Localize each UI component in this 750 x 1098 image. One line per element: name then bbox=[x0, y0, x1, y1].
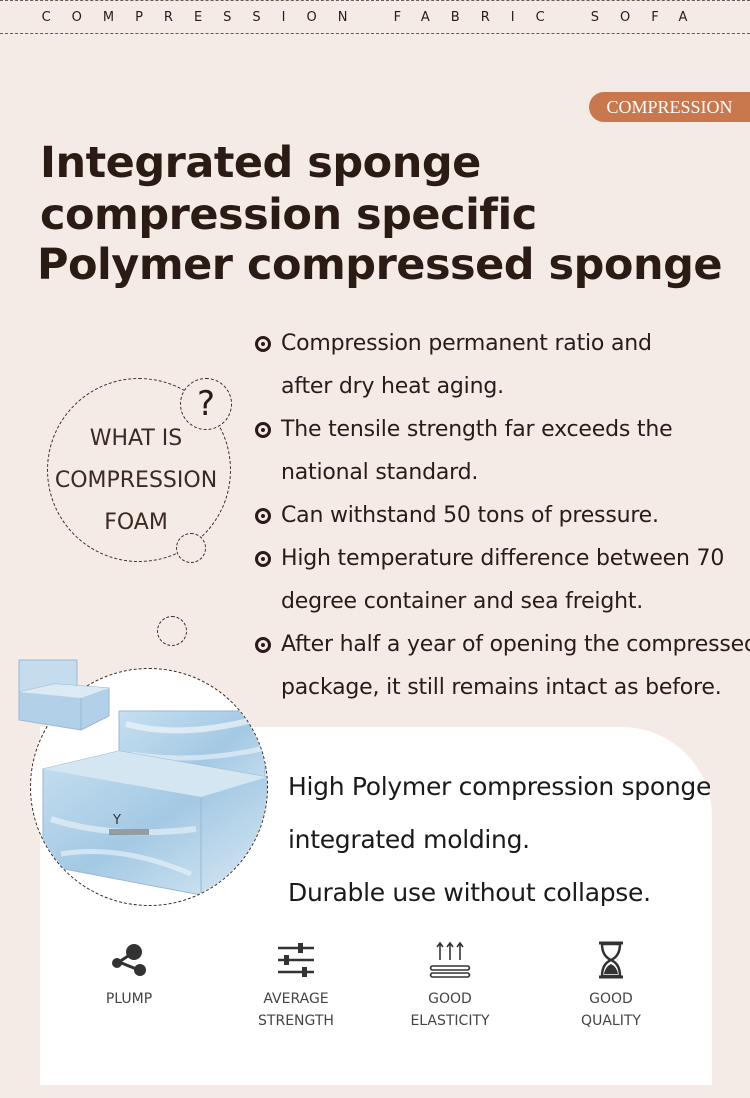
bullet-text: package, it still remains intact as befo… bbox=[281, 675, 722, 700]
svg-text:Y: Y bbox=[112, 813, 121, 828]
title-line-3: Polymer compressed sponge bbox=[37, 240, 723, 290]
feature-label: AVERAGE bbox=[263, 991, 329, 1007]
bullet-ring-icon bbox=[255, 636, 271, 653]
feature-label: GOOD bbox=[589, 991, 633, 1007]
question-bubble: ? bbox=[180, 378, 232, 430]
hourglass-icon bbox=[599, 941, 623, 979]
feature-label: QUALITY bbox=[581, 1013, 641, 1029]
feature-label: STRENGTH bbox=[258, 1013, 334, 1029]
bullet-text: Can withstand 50 tons of pressure. bbox=[281, 503, 659, 528]
bullet-item: High temperature difference between 70 de… bbox=[255, 537, 750, 623]
bullet-text: High temperature difference between 70 bbox=[281, 546, 725, 571]
compression-badge: COMPRESSION bbox=[589, 92, 750, 122]
bullet-ring-icon bbox=[255, 335, 271, 352]
sofa-image: Y bbox=[42, 710, 267, 896]
bullet-item: Can withstand 50 tons of pressure. bbox=[255, 494, 750, 537]
feature-good-elasticity: GOOD ELASTICITY bbox=[380, 940, 520, 1032]
card-text: High Polymer compression sponge integrat… bbox=[288, 760, 711, 919]
bullet-text: national standard. bbox=[281, 460, 479, 485]
feature-bullets: Compression permanent ratio and after dry… bbox=[255, 322, 750, 709]
bubble-line: WHAT IS bbox=[89, 426, 183, 451]
small-sofa-image bbox=[18, 659, 110, 731]
bullet-item: The tensile strength far exceeds the nati… bbox=[255, 408, 750, 494]
bullet-text: degree container and sea freight. bbox=[281, 589, 644, 614]
spring-layers-icon bbox=[429, 941, 471, 978]
feature-good-quality: GOOD QUALITY bbox=[541, 940, 681, 1032]
feature-icons: PLUMP AVERAGE STRENGTH GOOD ELASTICITY bbox=[40, 940, 712, 1040]
feature-label: GOOD bbox=[428, 991, 472, 1007]
bullet-ring-icon bbox=[255, 507, 271, 524]
bullet-text: Compression permanent ratio and bbox=[281, 331, 652, 356]
card-line: integrated molding. bbox=[288, 825, 530, 854]
strip-text: COMPRESSION FABRIC SOFA bbox=[41, 10, 709, 25]
small-bubble bbox=[176, 533, 206, 563]
bubble-line: COMPRESSION bbox=[54, 468, 218, 493]
bullet-item: Compression permanent ratio and after dry… bbox=[255, 322, 750, 408]
thought-bubble bbox=[47, 378, 231, 562]
feature-label: PLUMP bbox=[105, 991, 153, 1007]
title-line-1: Integrated sponge bbox=[40, 138, 481, 188]
bullet-text: The tensile strength far exceeds the bbox=[281, 417, 673, 442]
bubble-text: WHAT IS COMPRESSION FOAM bbox=[46, 418, 226, 544]
bullet-ring-icon bbox=[255, 421, 271, 438]
top-strip: COMPRESSION FABRIC SOFA bbox=[0, 0, 750, 34]
bullet-ring-icon bbox=[255, 550, 271, 567]
card-line: High Polymer compression sponge bbox=[288, 772, 712, 801]
bullet-item: After half a year of opening the compres… bbox=[255, 623, 750, 709]
sliders-icon bbox=[278, 943, 314, 977]
molecule-icon bbox=[112, 944, 146, 976]
feature-plump: PLUMP bbox=[59, 940, 199, 1010]
question-mark-icon: ? bbox=[196, 384, 216, 424]
bullet-text: After half a year of opening the compres… bbox=[281, 632, 750, 657]
bubble-line: FOAM bbox=[104, 510, 168, 535]
card-line: Durable use without collapse. bbox=[288, 878, 651, 907]
small-bubble bbox=[157, 616, 187, 646]
feature-average-strength: AVERAGE STRENGTH bbox=[226, 940, 366, 1032]
title-line-2: compression specific bbox=[40, 190, 537, 240]
feature-label: ELASTICITY bbox=[410, 1013, 490, 1029]
bullet-text: after dry heat aging. bbox=[281, 374, 504, 399]
